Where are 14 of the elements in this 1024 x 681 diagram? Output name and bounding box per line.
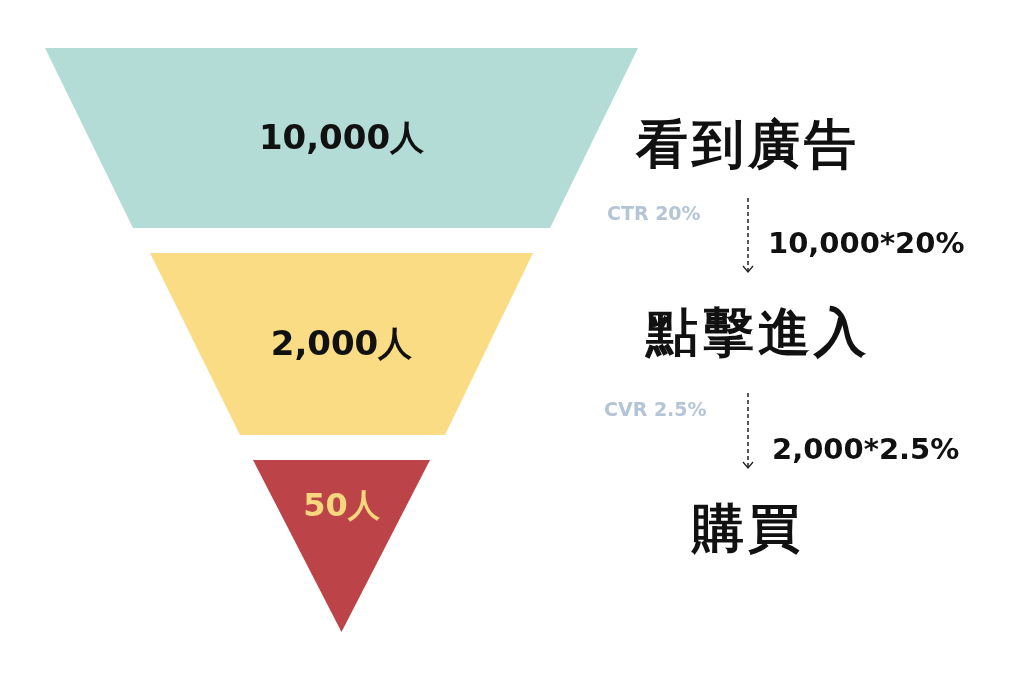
dashed-arrow — [742, 392, 754, 469]
stage-label: 點擊進入 — [646, 300, 870, 364]
rate-label: CTR 20% — [607, 202, 701, 224]
dashed-arrow — [742, 197, 754, 273]
funnel-stage — [253, 460, 430, 632]
edge-label: 10,000*20% — [768, 226, 965, 260]
stage-count: 10,000人 — [258, 116, 425, 159]
funnel-stage — [150, 253, 533, 435]
rate-label: CVR 2.5% — [604, 398, 707, 420]
edge-label: 2,000*2.5% — [772, 432, 960, 466]
stage-count: 50人 — [303, 485, 380, 526]
stage-count: 2,000人 — [270, 322, 413, 365]
stage-label: 看到廣告 — [636, 113, 860, 176]
stage-label: 購買 — [692, 497, 804, 560]
